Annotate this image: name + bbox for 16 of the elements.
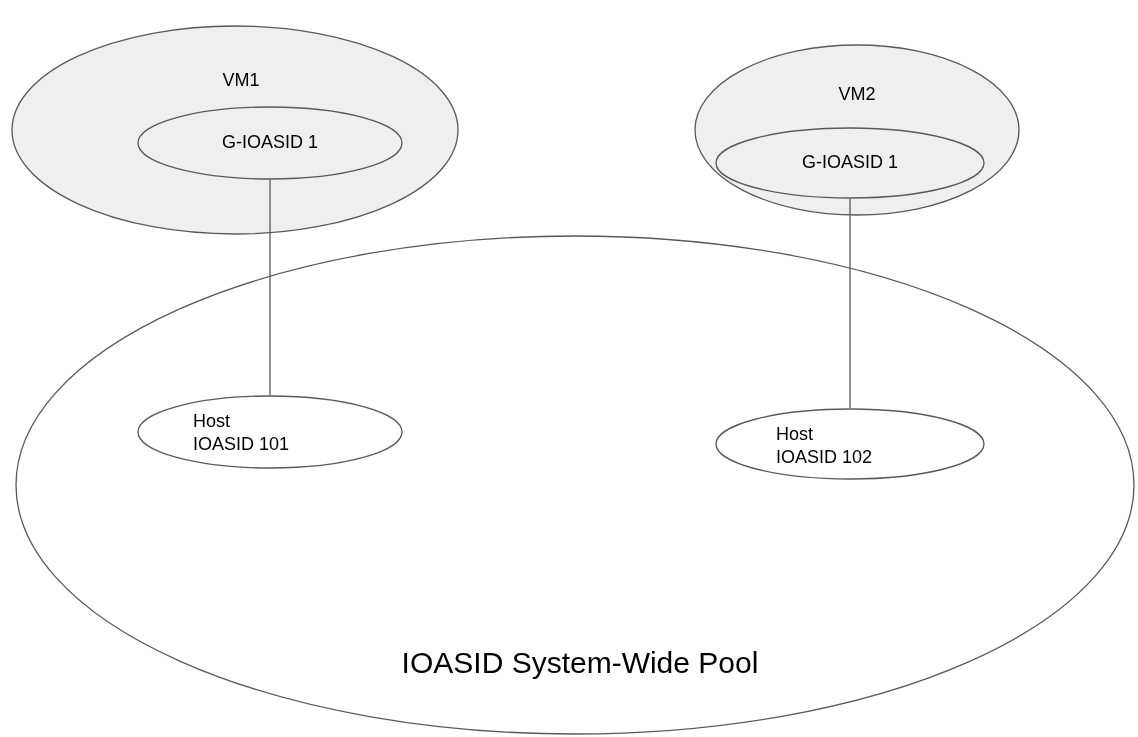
connector-line (849, 198, 851, 409)
node-label: Host IOASID 102 (776, 423, 874, 469)
node-label: VM2 (837, 84, 877, 106)
node-label: Host IOASID 101 (193, 410, 291, 456)
ellipse-node (11, 25, 459, 235)
node-label: G-IOASID 1 (221, 132, 319, 154)
ellipse-node (715, 127, 985, 199)
ellipse-node (137, 395, 403, 469)
connector-line (269, 179, 271, 396)
ellipse-node (15, 235, 1135, 735)
node-label: G-IOASID 1 (801, 152, 899, 174)
node-label: IOASID System-Wide Pool (400, 645, 760, 681)
ellipse-node (694, 44, 1020, 216)
ellipse-node (137, 106, 403, 180)
node-label: VM1 (221, 70, 261, 92)
ellipse-node (715, 408, 985, 480)
